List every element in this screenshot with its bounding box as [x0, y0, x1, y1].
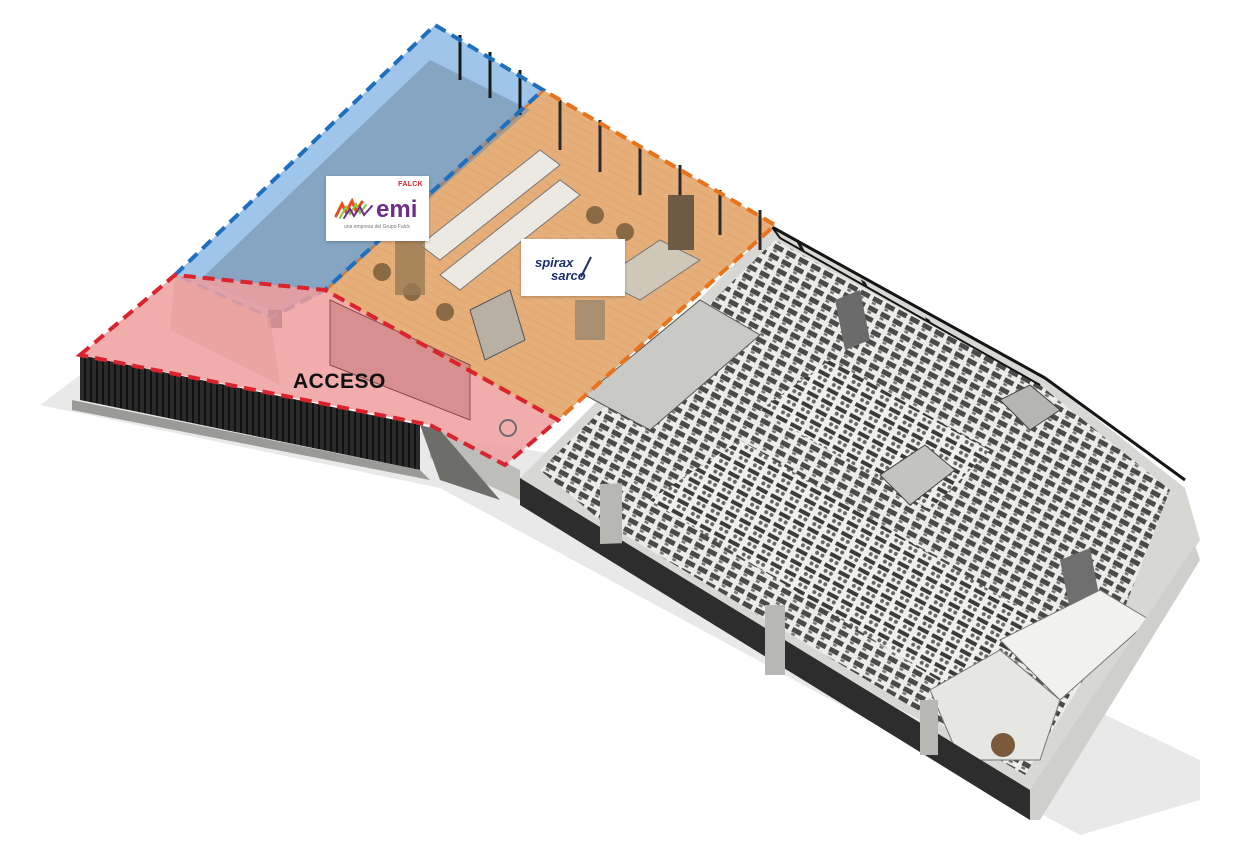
- acceso-label: ACCESO: [293, 370, 386, 393]
- spirax-sarco-logo-card: spirax sarco: [521, 239, 625, 296]
- acceso-zone: [75, 272, 562, 468]
- emi-logo-card: FALCK emi una empresa del Grupo Falck: [326, 176, 429, 241]
- acceso-facade: [72, 355, 500, 500]
- sarco-logo-text: sarco: [551, 268, 586, 283]
- falck-logo-text: FALCK: [398, 181, 423, 188]
- spirax-logo-text: spirax: [535, 255, 574, 270]
- main-office-area: [430, 225, 1200, 820]
- emi-tagline: una empresa del Grupo Falck: [344, 224, 410, 230]
- spirax-sarco-logo: spirax sarco: [535, 256, 586, 282]
- emi-swoosh-icon: [334, 198, 373, 219]
- emi-logo-text: emi: [376, 196, 418, 223]
- slash-mark-icon: [580, 256, 592, 278]
